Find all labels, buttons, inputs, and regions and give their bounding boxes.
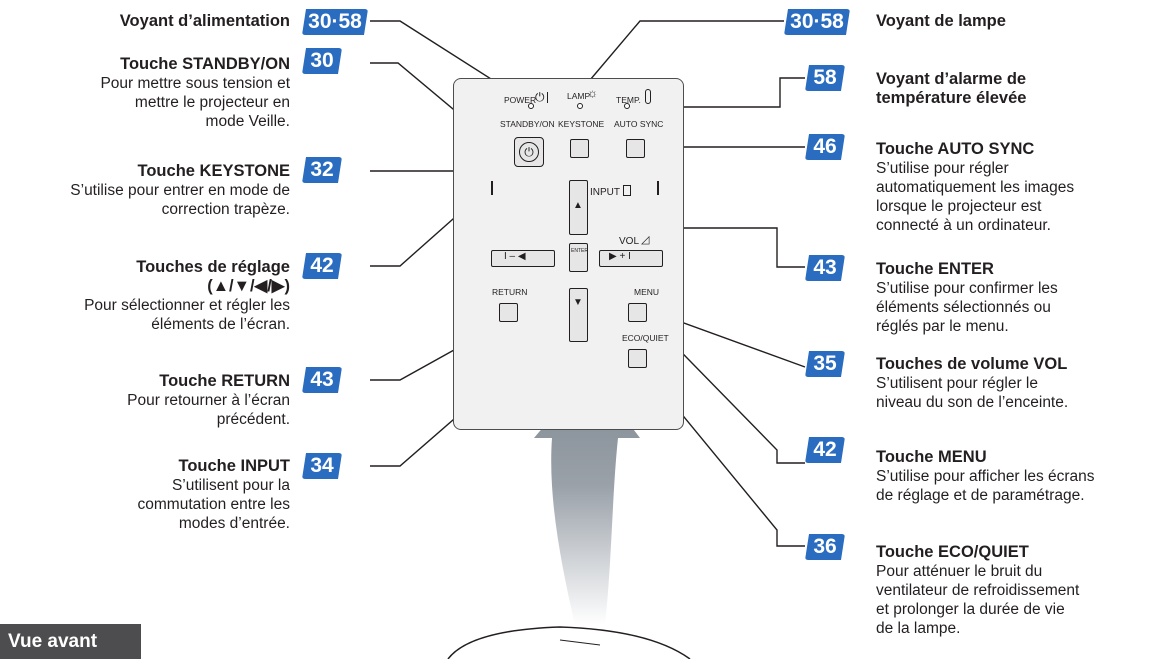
input-bracket-left [491, 181, 493, 195]
badge-keystone: 32 [302, 157, 342, 183]
input-label: INPUT [590, 187, 620, 198]
minus-label: I – ◀ [504, 251, 526, 262]
lamp-led [577, 103, 583, 109]
callout-adjust: Touches de réglage (▲/▼/◀/▶) Pour sélect… [84, 258, 290, 333]
lamp-label: LAMP [567, 91, 591, 101]
right-plus-button[interactable] [599, 250, 663, 267]
up-arrow-icon: ▲ [573, 200, 583, 211]
callout-auto-sync: Touche AUTO SYNC S’utilise pour régler a… [876, 140, 1075, 234]
standby-on-button[interactable]: ⏻ [514, 137, 544, 167]
enter-button[interactable] [569, 243, 588, 272]
thermometer-icon [645, 89, 651, 104]
badge-input: 34 [302, 453, 342, 479]
input-icon [623, 185, 631, 196]
badge-power-indicator: 30·58 [302, 9, 368, 35]
input-bracket-right [657, 181, 659, 195]
callout-menu: Touche MENU S’utilise pour afficher les … [876, 448, 1095, 504]
badge-menu: 42 [805, 437, 845, 463]
lamp-icon: ☼ [587, 86, 598, 100]
section-label: Vue avant [0, 624, 141, 659]
keystone-button[interactable] [570, 139, 589, 158]
enter-label: ENTER [571, 248, 588, 254]
projector-outline [447, 626, 691, 659]
badge-volume: 35 [805, 351, 845, 377]
power-icon: ⏻ [535, 90, 545, 104]
badge-return: 43 [302, 367, 342, 393]
badge-temp-alarm: 58 [805, 65, 845, 91]
power-symbol-icon: ⏻ [519, 142, 539, 162]
callout-lamp-indicator: Voyant de lampe [876, 12, 1006, 30]
left-minus-button[interactable] [491, 250, 555, 267]
return-label: RETURN [492, 287, 528, 297]
callout-standby-on: Touche STANDBY/ON Pour mettre sous tensi… [100, 55, 290, 130]
badge-enter: 43 [805, 255, 845, 281]
callout-volume: Touches de volume VOL S’utilisent pour r… [876, 355, 1069, 411]
return-button[interactable] [499, 303, 518, 322]
temp-label: TEMP. [616, 95, 641, 105]
callout-input: Touche INPUT S’utilisent pour la commuta… [137, 457, 291, 532]
keystone-label: KEYSTONE [558, 119, 605, 129]
auto-sync-label: AUTO SYNC [614, 119, 664, 129]
front-view-arrow [534, 372, 640, 625]
badge-standby-on: 30 [302, 48, 342, 74]
badge-eco-quiet: 36 [805, 534, 845, 560]
auto-sync-button[interactable] [626, 139, 645, 158]
badge-lamp-indicator: 30·58 [784, 9, 850, 35]
vol-label: VOL [619, 236, 640, 247]
standby-on-label: STANDBY/ON [500, 119, 555, 129]
down-arrow-icon: ▼ [573, 297, 583, 308]
menu-button[interactable] [628, 303, 647, 322]
callout-temp-alarm: Voyant d’alarme de température élevée [876, 70, 1027, 107]
eco-quiet-label: ECO/QUIET [622, 333, 669, 343]
callout-eco-quiet: Touche ECO/QUIET Pour atténuer le bruit … [876, 543, 1080, 637]
badge-auto-sync: 46 [805, 134, 845, 160]
callout-enter: Touche ENTER S’utilise pour confirmer le… [876, 260, 1058, 335]
callout-return: Touche RETURN Pour retourner à l’écran p… [127, 372, 290, 428]
callout-keystone: Touche KEYSTONE S’utilise pour entrer en… [70, 162, 290, 218]
up-button[interactable] [569, 180, 588, 235]
power-label: POWER [504, 95, 537, 105]
volume-icon: ◿ [641, 234, 650, 246]
plus-label: ▶ + I [609, 251, 631, 262]
badge-adjust: 42 [302, 253, 342, 279]
menu-label: MENU [634, 287, 660, 297]
callout-power-indicator: Voyant d’alimentation [119, 12, 290, 30]
down-button[interactable] [569, 288, 588, 342]
power-led [528, 103, 534, 109]
temp-led [624, 103, 630, 109]
eco-quiet-button[interactable] [628, 349, 647, 368]
